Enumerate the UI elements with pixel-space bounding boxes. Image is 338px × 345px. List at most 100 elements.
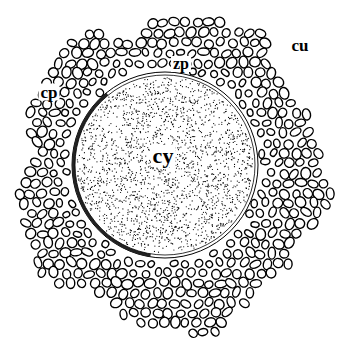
cumulus-cell (208, 288, 221, 298)
cumulus-cell (226, 257, 237, 269)
cumulus-cell (251, 199, 258, 207)
cumulus-cell (205, 260, 214, 269)
cumulus-cell (295, 178, 308, 187)
cumulus-cell (174, 285, 187, 298)
cumulus-cell (50, 149, 58, 158)
cumulus-cell (56, 199, 62, 208)
cumulus-cell (96, 250, 105, 260)
cumulus-cell (180, 259, 190, 269)
cumulus-cell (32, 118, 42, 127)
cumulus-cell (135, 317, 146, 329)
cumulus-cell (247, 109, 254, 117)
cumulus-cell (272, 179, 282, 189)
cumulus-cell (24, 166, 36, 177)
cumulus-cell (158, 316, 171, 329)
cumulus-cell (65, 116, 77, 128)
cumulus-cell (319, 198, 332, 211)
cumulus-cell (239, 36, 250, 48)
cumulus-cell (267, 226, 279, 239)
cumulus-cell (300, 147, 313, 160)
cytoplasm (75, 75, 255, 255)
cumulus-cell (294, 118, 306, 127)
cumulus-cell (253, 249, 266, 260)
part-label: cy (151, 145, 176, 167)
cumulus-cell (239, 256, 251, 269)
cumulus-cell (71, 208, 80, 217)
cumulus-cell (60, 187, 70, 197)
cumulus-cell (294, 157, 305, 168)
cumulus-cell (309, 196, 318, 208)
cumulus-cell (59, 86, 70, 98)
cumulus-cell (168, 16, 181, 27)
cumulus-cell (168, 299, 180, 309)
cumulus-cell (262, 119, 272, 127)
cumulus-cell (274, 157, 284, 168)
cumulus-cell (193, 279, 203, 287)
cumulus-cell (204, 296, 215, 308)
cumulus-cell (135, 260, 145, 267)
cumulus-cell (269, 148, 278, 158)
part-label: cp (39, 84, 60, 101)
cumulus-cell (220, 68, 230, 78)
cumulus-cell (27, 209, 37, 218)
cumulus-cell (193, 17, 204, 27)
cumulus-cell (256, 108, 266, 117)
cumulus-cell (19, 198, 29, 210)
cumulus-cell (65, 98, 74, 108)
cumulus-cell (197, 328, 208, 337)
cumulus-cell (194, 258, 205, 269)
cumulus-cell (312, 147, 325, 160)
cumulus-cell (193, 298, 205, 310)
cumulus-cell (61, 128, 72, 139)
cumulus-cell (134, 36, 149, 50)
cumulus-cell (61, 109, 69, 117)
cumulus-cell (293, 217, 306, 230)
cumulus-cell (82, 66, 93, 77)
cumulus-cell (105, 285, 118, 299)
cumulus-cell (299, 206, 313, 218)
cumulus-cell (227, 79, 237, 89)
cumulus-cell (142, 270, 150, 278)
cumulus-cell (30, 216, 43, 229)
cumulus-cell (36, 167, 48, 178)
cumulus-cell (264, 266, 278, 280)
cumulus-cell (267, 168, 275, 176)
cumulus-cell (50, 188, 60, 196)
cumulus-cell (305, 216, 320, 231)
cumulus-cell (221, 305, 234, 318)
cumulus-cell (148, 60, 156, 68)
cumulus-cell (53, 177, 63, 188)
cumulus-cell (77, 220, 86, 228)
cumulus-cell (77, 238, 87, 248)
cumulus-cell (132, 276, 145, 288)
cumulus-cell (56, 120, 66, 127)
cumulus-cell (24, 226, 38, 240)
cumulus-cell (153, 287, 162, 298)
cumulus-cell (73, 88, 83, 99)
cumulus-cell (257, 128, 265, 137)
cumulus-cell (24, 105, 36, 119)
cumulus-cell (37, 107, 48, 118)
cumulus-cell (231, 285, 242, 298)
cumulus-cell (285, 99, 295, 108)
cumulus-cell (261, 177, 272, 188)
cumulus-cell (185, 266, 197, 278)
cumulus-cell (173, 25, 186, 38)
cumulus-cell (56, 157, 66, 168)
cumulus-cell (143, 278, 156, 289)
cumulus-cell (326, 187, 335, 199)
cumulus-cell (261, 239, 271, 250)
cumulus-cell (215, 257, 224, 267)
cumulus-cell (318, 178, 329, 189)
cumulus-cell (101, 239, 110, 248)
cumulus-cell (156, 57, 168, 69)
cumulus-cell (289, 126, 302, 138)
cumulus-cell (180, 318, 189, 328)
cumulus-cell (301, 167, 311, 179)
cumulus-cell (79, 99, 88, 107)
cumulus-cell (188, 310, 198, 319)
cumulus-cell (42, 100, 51, 110)
cumulus-cell (267, 206, 277, 218)
cumulus-cell (81, 47, 94, 58)
cumulus-cell (238, 297, 251, 309)
